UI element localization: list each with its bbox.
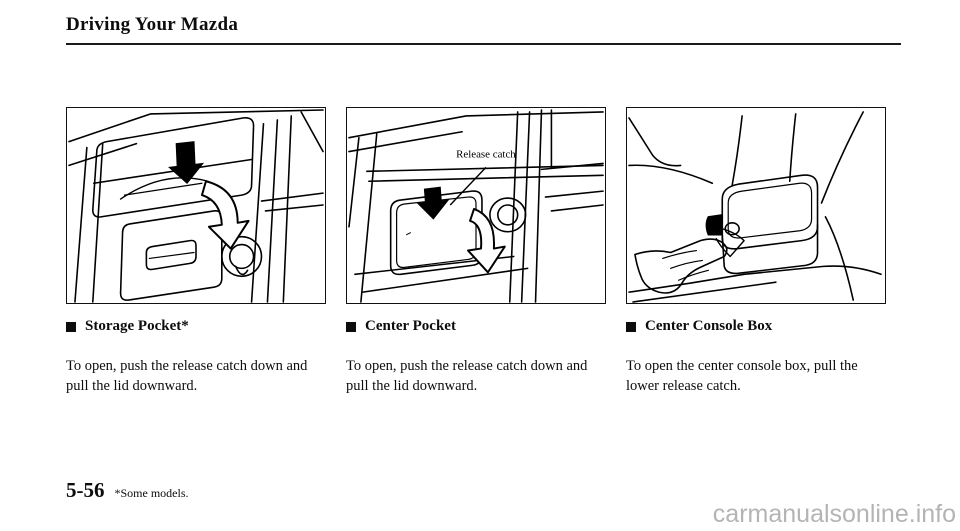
footnote: *Some models.	[114, 486, 189, 500]
figure-row: Release catch	[66, 107, 886, 304]
callout-release-catch: Release catch	[456, 149, 516, 161]
callout-leader-line	[449, 166, 487, 206]
section-storage-pocket: Storage Pocket* To open, push the releas…	[66, 318, 318, 396]
page-footer: 5-56 *Some models.	[66, 478, 189, 503]
figure-center-pocket: Release catch	[346, 107, 606, 304]
figure-storage-pocket	[66, 107, 326, 304]
body-center-pocket: To open, push the release catch down and…	[346, 358, 588, 394]
heading-center-pocket: Center Pocket	[346, 318, 598, 335]
push-arrow-icon	[416, 186, 450, 220]
center-pocket-illustration: Release catch	[348, 109, 604, 303]
bullet-square-icon	[66, 321, 76, 332]
section-center-console-box: Center Console Box To open the center co…	[626, 318, 878, 396]
bullet-square-icon	[346, 321, 356, 332]
header-divider	[66, 43, 901, 45]
storage-pocket-illustration	[68, 109, 324, 303]
heading-label: Storage Pocket*	[85, 318, 189, 334]
figure-center-console-box	[626, 107, 886, 304]
body-center-console-box: To open the center console box, pull the…	[626, 358, 858, 394]
watermark: carmanualsonline.info	[712, 500, 956, 528]
section-center-pocket: Center Pocket To open, push the release …	[346, 318, 598, 396]
heading-storage-pocket: Storage Pocket*	[66, 318, 318, 335]
page-title: Driving Your Mazda	[66, 14, 239, 35]
pull-arrow-icon	[467, 207, 506, 274]
push-arrow-icon	[168, 141, 205, 184]
bullet-square-icon	[626, 321, 636, 332]
heading-label: Center Console Box	[645, 318, 773, 334]
body-storage-pocket: To open, push the release catch down and…	[66, 358, 308, 394]
heading-center-console-box: Center Console Box	[626, 318, 878, 335]
pull-arrow-icon	[200, 180, 250, 250]
heading-label: Center Pocket	[365, 318, 456, 334]
page-number: 5-56	[66, 478, 105, 502]
center-console-illustration	[628, 111, 882, 303]
